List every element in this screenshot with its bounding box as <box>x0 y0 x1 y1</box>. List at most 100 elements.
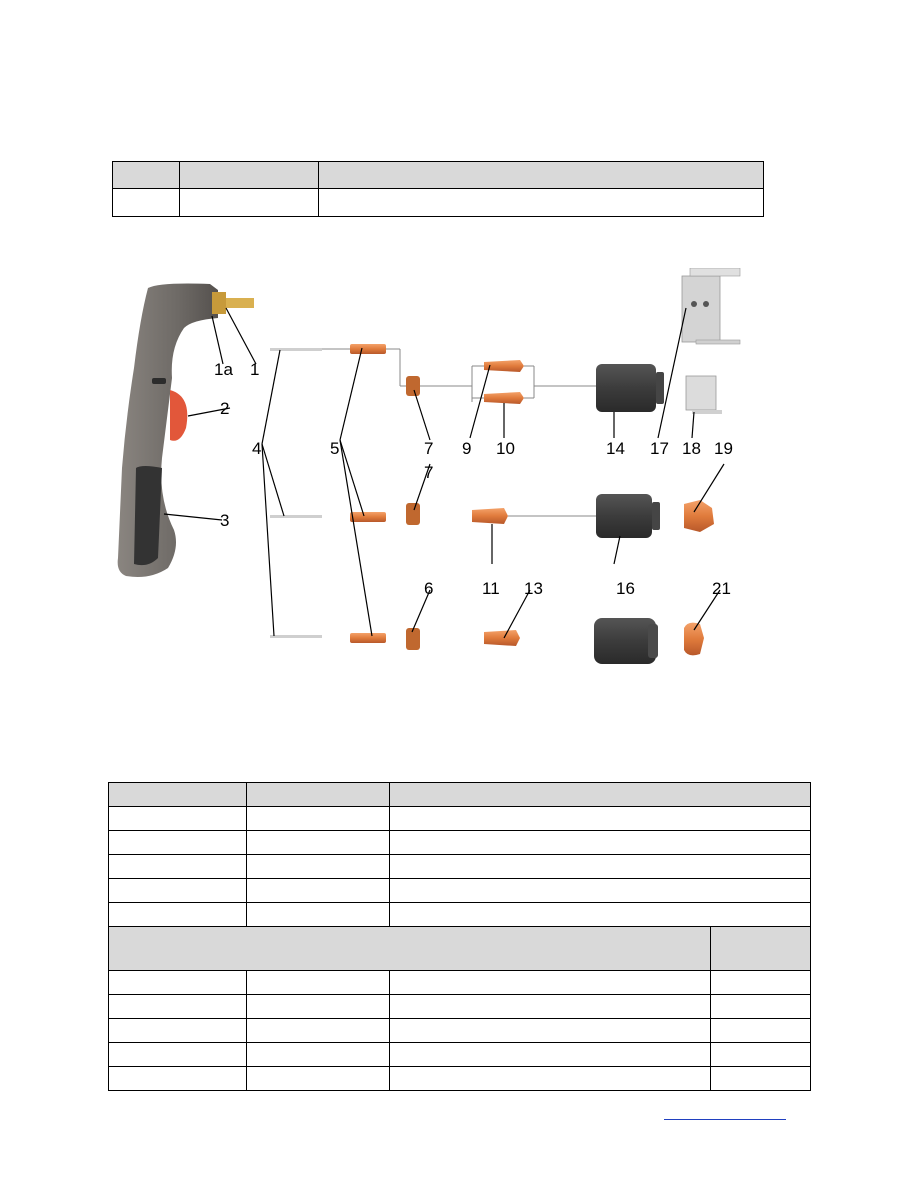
table-cell <box>246 994 390 1019</box>
table-row <box>108 1042 811 1067</box>
table-cell <box>318 161 764 189</box>
table-cell <box>108 1018 247 1043</box>
holder <box>350 512 386 522</box>
table-cell <box>389 878 811 903</box>
top-table-row <box>112 188 764 217</box>
table-cell <box>246 806 390 831</box>
table-cell <box>108 854 247 879</box>
table-cell <box>389 970 711 995</box>
table-cell <box>318 188 764 217</box>
electrode <box>270 635 322 638</box>
table-cell <box>389 1042 711 1067</box>
table-cell <box>389 782 811 807</box>
table-cell <box>710 1066 811 1091</box>
callout-13: 13 <box>524 579 543 598</box>
torch-parts-diagram: 1a 1 2 3 4 5 6 7 7 9 10 11 13 14 16 17 1… <box>117 268 741 664</box>
tip <box>484 392 524 404</box>
shield-14 <box>596 364 656 412</box>
callout-3: 3 <box>220 511 229 530</box>
table-cell <box>108 830 247 855</box>
callout-9: 9 <box>462 439 471 458</box>
table-row <box>108 970 811 995</box>
table-row <box>108 994 811 1019</box>
electrode-holders <box>350 344 386 643</box>
electrode <box>270 348 322 351</box>
table-cell <box>710 994 811 1019</box>
callout-17: 17 <box>650 439 669 458</box>
nozzle-21 <box>684 622 704 656</box>
callout-7-mid: 7 <box>424 463 433 482</box>
table-cell <box>246 782 390 807</box>
table-row <box>108 1018 811 1043</box>
tips <box>472 360 524 646</box>
bottom-table <box>108 782 811 1091</box>
callout-7-top: 7 <box>424 439 433 458</box>
table-row <box>108 830 811 855</box>
table-cell <box>179 161 319 189</box>
electrodes <box>270 348 322 638</box>
table-cell <box>108 902 247 927</box>
bottom-table-header-row <box>108 782 811 807</box>
table-cell <box>710 1042 811 1067</box>
callout-4: 4 <box>252 439 261 458</box>
callout-11: 11 <box>482 579 500 598</box>
spacer-17 <box>681 275 721 343</box>
holder <box>350 344 386 354</box>
tip <box>484 630 520 646</box>
guide-18 <box>685 375 717 411</box>
callout-2: 2 <box>220 399 229 418</box>
table-cell <box>246 1018 390 1043</box>
table-cell <box>108 782 247 807</box>
leader-lines <box>163 307 725 639</box>
table-section-header <box>108 926 811 971</box>
swirl-ring <box>406 376 420 396</box>
tip <box>484 360 524 372</box>
electrode <box>270 515 322 518</box>
table-cell <box>179 188 319 217</box>
callout-6: 6 <box>424 579 433 598</box>
table-cell <box>246 1066 390 1091</box>
callout-19: 19 <box>714 439 733 458</box>
callout-5: 5 <box>330 439 339 458</box>
table-cell <box>246 854 390 879</box>
spacer-guides <box>681 268 741 414</box>
torch-head-connector <box>212 292 226 314</box>
table-row <box>108 1066 811 1091</box>
table-cell <box>389 806 811 831</box>
table-cell <box>389 854 811 879</box>
callout-1a: 1a <box>214 360 233 379</box>
table-cell <box>108 1066 247 1091</box>
table-row <box>108 878 811 903</box>
table-cell <box>389 1018 711 1043</box>
table-cell <box>246 1042 390 1067</box>
table-cell <box>112 161 180 189</box>
table-cell <box>108 806 247 831</box>
table-cell <box>246 830 390 855</box>
callout-10: 10 <box>496 439 515 458</box>
callout-16: 16 <box>616 579 635 598</box>
table-cell <box>112 188 180 217</box>
top-table-header-row <box>112 161 764 189</box>
table-cell <box>108 970 247 995</box>
swirl-ring <box>406 628 420 650</box>
holder <box>350 633 386 643</box>
table-cell <box>108 1042 247 1067</box>
callout-14: 14 <box>606 439 625 458</box>
table-cell <box>246 902 390 927</box>
shield-16 <box>596 494 652 538</box>
footer-link-underline[interactable] <box>664 1119 786 1120</box>
table-cell <box>389 830 811 855</box>
callout-18: 18 <box>682 439 701 458</box>
table-cell <box>246 878 390 903</box>
grip-insert <box>134 466 162 566</box>
top-table <box>112 161 764 217</box>
table-cell <box>389 1066 711 1091</box>
shields <box>594 364 664 664</box>
table-row <box>108 854 811 879</box>
swirl-ring <box>406 503 420 525</box>
nozzle-19 <box>684 500 714 532</box>
callout-21: 21 <box>712 579 731 598</box>
nozzle-tips <box>684 500 714 656</box>
table-cell <box>389 902 811 927</box>
shield-nozzle <box>594 618 656 664</box>
